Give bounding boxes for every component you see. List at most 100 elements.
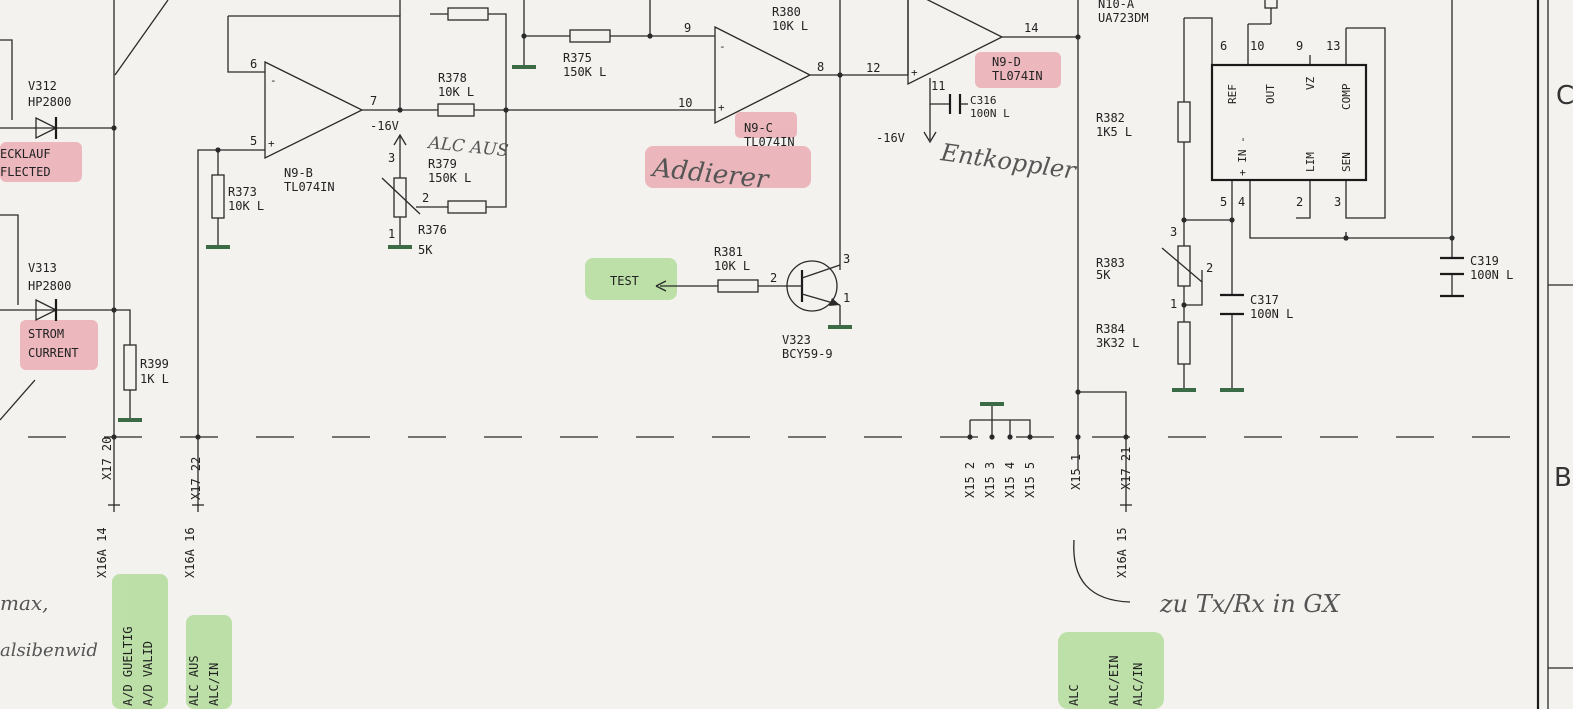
alc-aus-label: ALC AUS	[187, 655, 201, 706]
conn-x16a-15: X16A 15	[1115, 527, 1129, 578]
highlights	[0, 52, 1164, 709]
capacitor-c316: C316 100N L	[948, 94, 1010, 120]
resistor-r399: R399 1K L	[123, 344, 169, 391]
neg16v-label-a: -16V	[370, 119, 399, 133]
r383-ref: R383	[1096, 256, 1125, 270]
ad-gueltig-label: A/D GUELTIG	[121, 627, 135, 706]
n10-label-lim: LIM	[1304, 152, 1317, 172]
n9d-pin-out: 14	[1024, 21, 1038, 35]
opamp-n9c: - + 9 10 8 N9-C TL074IN	[678, 21, 824, 149]
r375-value: 150K L	[563, 65, 606, 79]
r373-ref: R373	[228, 185, 257, 199]
transistor-v323: 2 3 1 V323 BCY59-9	[770, 252, 850, 361]
n9b-pin-noninv: 5	[250, 134, 257, 148]
r399-value: 1K L	[140, 372, 169, 386]
handwritten-notes: ALC AUS Addierer Entkoppler zu Tx/Rx in …	[0, 133, 1341, 661]
ground-symbols	[118, 65, 1244, 422]
n10-label-out: OUT	[1264, 84, 1277, 104]
resistor-r380: R380 10K L	[772, 5, 808, 33]
current-label: CURRENT	[28, 346, 79, 360]
r383-pin1: 1	[1170, 297, 1177, 311]
r379-ref: R379	[428, 157, 457, 171]
conn-x15-3: X15 3	[983, 462, 997, 498]
n9b-pin-inv: 6	[250, 57, 257, 71]
r384-ref: R384	[1096, 322, 1125, 336]
v323-pin-b: 2	[770, 271, 777, 285]
opamp-n9b: - + 6 5 7 N9-B TL074IN	[250, 57, 377, 194]
test-output: TEST	[610, 274, 667, 292]
n9b-ref: N9-B	[284, 166, 313, 180]
note-max: max,	[0, 591, 49, 615]
n9b-pin-out: 7	[370, 94, 377, 108]
signal-labels: ECKLAUF FLECTED STROM CURRENT A/D GUELTI…	[0, 147, 1145, 706]
n9d-type: TL074IN	[992, 69, 1043, 83]
diode-v313: V313 HP2800	[28, 261, 71, 322]
r381-ref: R381	[714, 245, 743, 259]
resistor-r384: R384 3K32 L	[1096, 321, 1191, 365]
conn-x17-21: X17 21	[1119, 447, 1133, 490]
n9b-type: TL074IN	[284, 180, 335, 194]
r380-value: 10K L	[772, 19, 808, 33]
capacitor-c317: C317 100N L	[1220, 293, 1293, 321]
neg16v-label-b: -16V	[876, 131, 905, 145]
ruecklauf-label: ECKLAUF	[0, 147, 51, 161]
r376-ref: R376	[418, 223, 447, 237]
alc-in-left-label: ALC/IN	[207, 663, 221, 706]
conn-x17-22: X17 22	[189, 457, 203, 500]
r376-pin2: 2	[422, 191, 429, 205]
n10-label-ref: REF	[1226, 84, 1239, 104]
c317-value: 100N L	[1250, 307, 1293, 321]
n10-pin-bot-1: 5	[1220, 195, 1227, 209]
resistor-r373: R373 10K L	[211, 174, 264, 219]
conn-x16a-14: X16A 14	[95, 527, 109, 578]
c319-value: 100N L	[1470, 268, 1513, 282]
conn-x17-20: X17 20	[100, 437, 114, 480]
potentiometer-r383: 3 2 1 R383 5K	[1096, 225, 1213, 311]
n9c-pin-out: 8	[817, 60, 824, 74]
n10-pin-bot-4: 3	[1334, 195, 1341, 209]
n9d-pin-v: 11	[931, 79, 945, 93]
resistor-r378: R378 10K L	[437, 71, 475, 117]
r379-value: 150K L	[428, 171, 471, 185]
v313-type: HP2800	[28, 279, 71, 293]
conn-x15-5: X15 5	[1023, 462, 1037, 498]
c317-ref: C317	[1250, 293, 1279, 307]
r382-value: 1K5 L	[1096, 125, 1132, 139]
n9c-ref: N9-C	[744, 121, 773, 135]
v323-pin-c: 3	[843, 252, 850, 266]
r376-value: 5K	[418, 243, 433, 257]
r375-ref: R375	[563, 51, 592, 65]
potentiometer-r376: 3 2 1 R376 5K	[381, 133, 447, 257]
v323-type: BCY59-9	[782, 347, 833, 361]
diode-v312: V312 HP2800	[28, 79, 71, 140]
svg-text:+: +	[718, 101, 725, 114]
r376-pin1: 1	[388, 227, 395, 241]
n10-type: UA723DM	[1098, 11, 1149, 25]
n10-pin-top-2: 10	[1250, 39, 1264, 53]
n10-pin-top-4: 13	[1326, 39, 1340, 53]
ad-valid-label: A/D VALID	[141, 641, 155, 706]
n10-label-sen: SEN	[1340, 152, 1353, 172]
frame-mark-b: B	[1554, 463, 1572, 493]
test-label: TEST	[610, 274, 639, 288]
resistor-side-top	[1264, 0, 1278, 9]
n9d-pin-inv: 12	[866, 61, 880, 75]
connector-labels: X17 20 X16A 14 X17 22 X16A 16 X15 2 X15 …	[95, 437, 1133, 578]
v323-ref: V323	[782, 333, 811, 347]
conn-x15-1: X15 1	[1069, 454, 1083, 490]
svg-text:-: -	[719, 40, 726, 53]
c319-ref: C319	[1470, 254, 1499, 268]
resistor-r379: R379 150K L	[428, 157, 487, 214]
junctions	[111, 33, 1455, 440]
v313-ref: V313	[28, 261, 57, 275]
n9c-pin-noninv: 10	[678, 96, 692, 110]
v312-type: HP2800	[28, 95, 71, 109]
r373-value: 10K L	[228, 199, 264, 213]
supply-neg16v: -16V -16V	[370, 119, 937, 145]
reflected-label: FLECTED	[0, 165, 51, 179]
r378-value: 10K L	[438, 85, 474, 99]
r383-pin3: 3	[1170, 225, 1177, 239]
note-left: alsibenwid	[0, 640, 98, 661]
c316-value: 100N L	[970, 107, 1010, 120]
